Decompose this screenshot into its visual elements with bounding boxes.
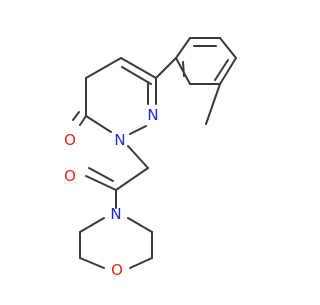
bond-c2-n1 bbox=[85, 115, 112, 133]
bond-morph-6 bbox=[79, 217, 105, 233]
bond-methyl bbox=[205, 83, 221, 125]
atom-label-morpholine-nitrogen: N bbox=[110, 205, 121, 223]
bond-c2-o-double bbox=[72, 111, 80, 121]
pyridazinone-ring bbox=[72, 57, 157, 135]
bond-co-o bbox=[85, 175, 117, 191]
bond-aryl-3 bbox=[219, 37, 237, 59]
morpholine-ring bbox=[79, 217, 153, 269]
bond-morph-4 bbox=[79, 257, 105, 269]
atom-label-ring-nitrogen-1: N bbox=[114, 131, 125, 149]
bond-c5-aryl bbox=[155, 57, 177, 79]
bond-co-o-double bbox=[88, 167, 114, 182]
bond-aryl-4-double bbox=[214, 59, 229, 81]
molecule-structure: O N N O N O bbox=[0, 0, 300, 300]
atom-label-ring-oxygen: O bbox=[64, 131, 76, 149]
background bbox=[0, 0, 300, 300]
bond-n6-n1 bbox=[129, 125, 147, 135]
bond-aryl-4 bbox=[219, 57, 237, 85]
bond-aryl-6-double bbox=[182, 61, 185, 77]
bond-morph-3 bbox=[129, 257, 153, 269]
atom-label-morpholine-oxygen: O bbox=[111, 261, 123, 279]
tolyl-ring bbox=[155, 37, 237, 125]
bond-c4-c5 bbox=[120, 57, 157, 79]
bond-c3-c4 bbox=[85, 57, 122, 79]
bond-aryl-1 bbox=[175, 37, 191, 59]
atom-label-amide-oxygen: O bbox=[64, 167, 76, 185]
bond-c4-c5-double bbox=[121, 66, 152, 85]
bond-c2-o bbox=[79, 115, 87, 126]
atom-label-ring-nitrogen-2: N bbox=[147, 106, 158, 124]
bond-morph-1 bbox=[127, 217, 153, 233]
bond-n1-ch2 bbox=[127, 145, 149, 169]
side-chain bbox=[85, 145, 149, 209]
molecule-canvas: O N N O N O bbox=[0, 0, 300, 300]
bond-ch2-co bbox=[115, 167, 149, 191]
